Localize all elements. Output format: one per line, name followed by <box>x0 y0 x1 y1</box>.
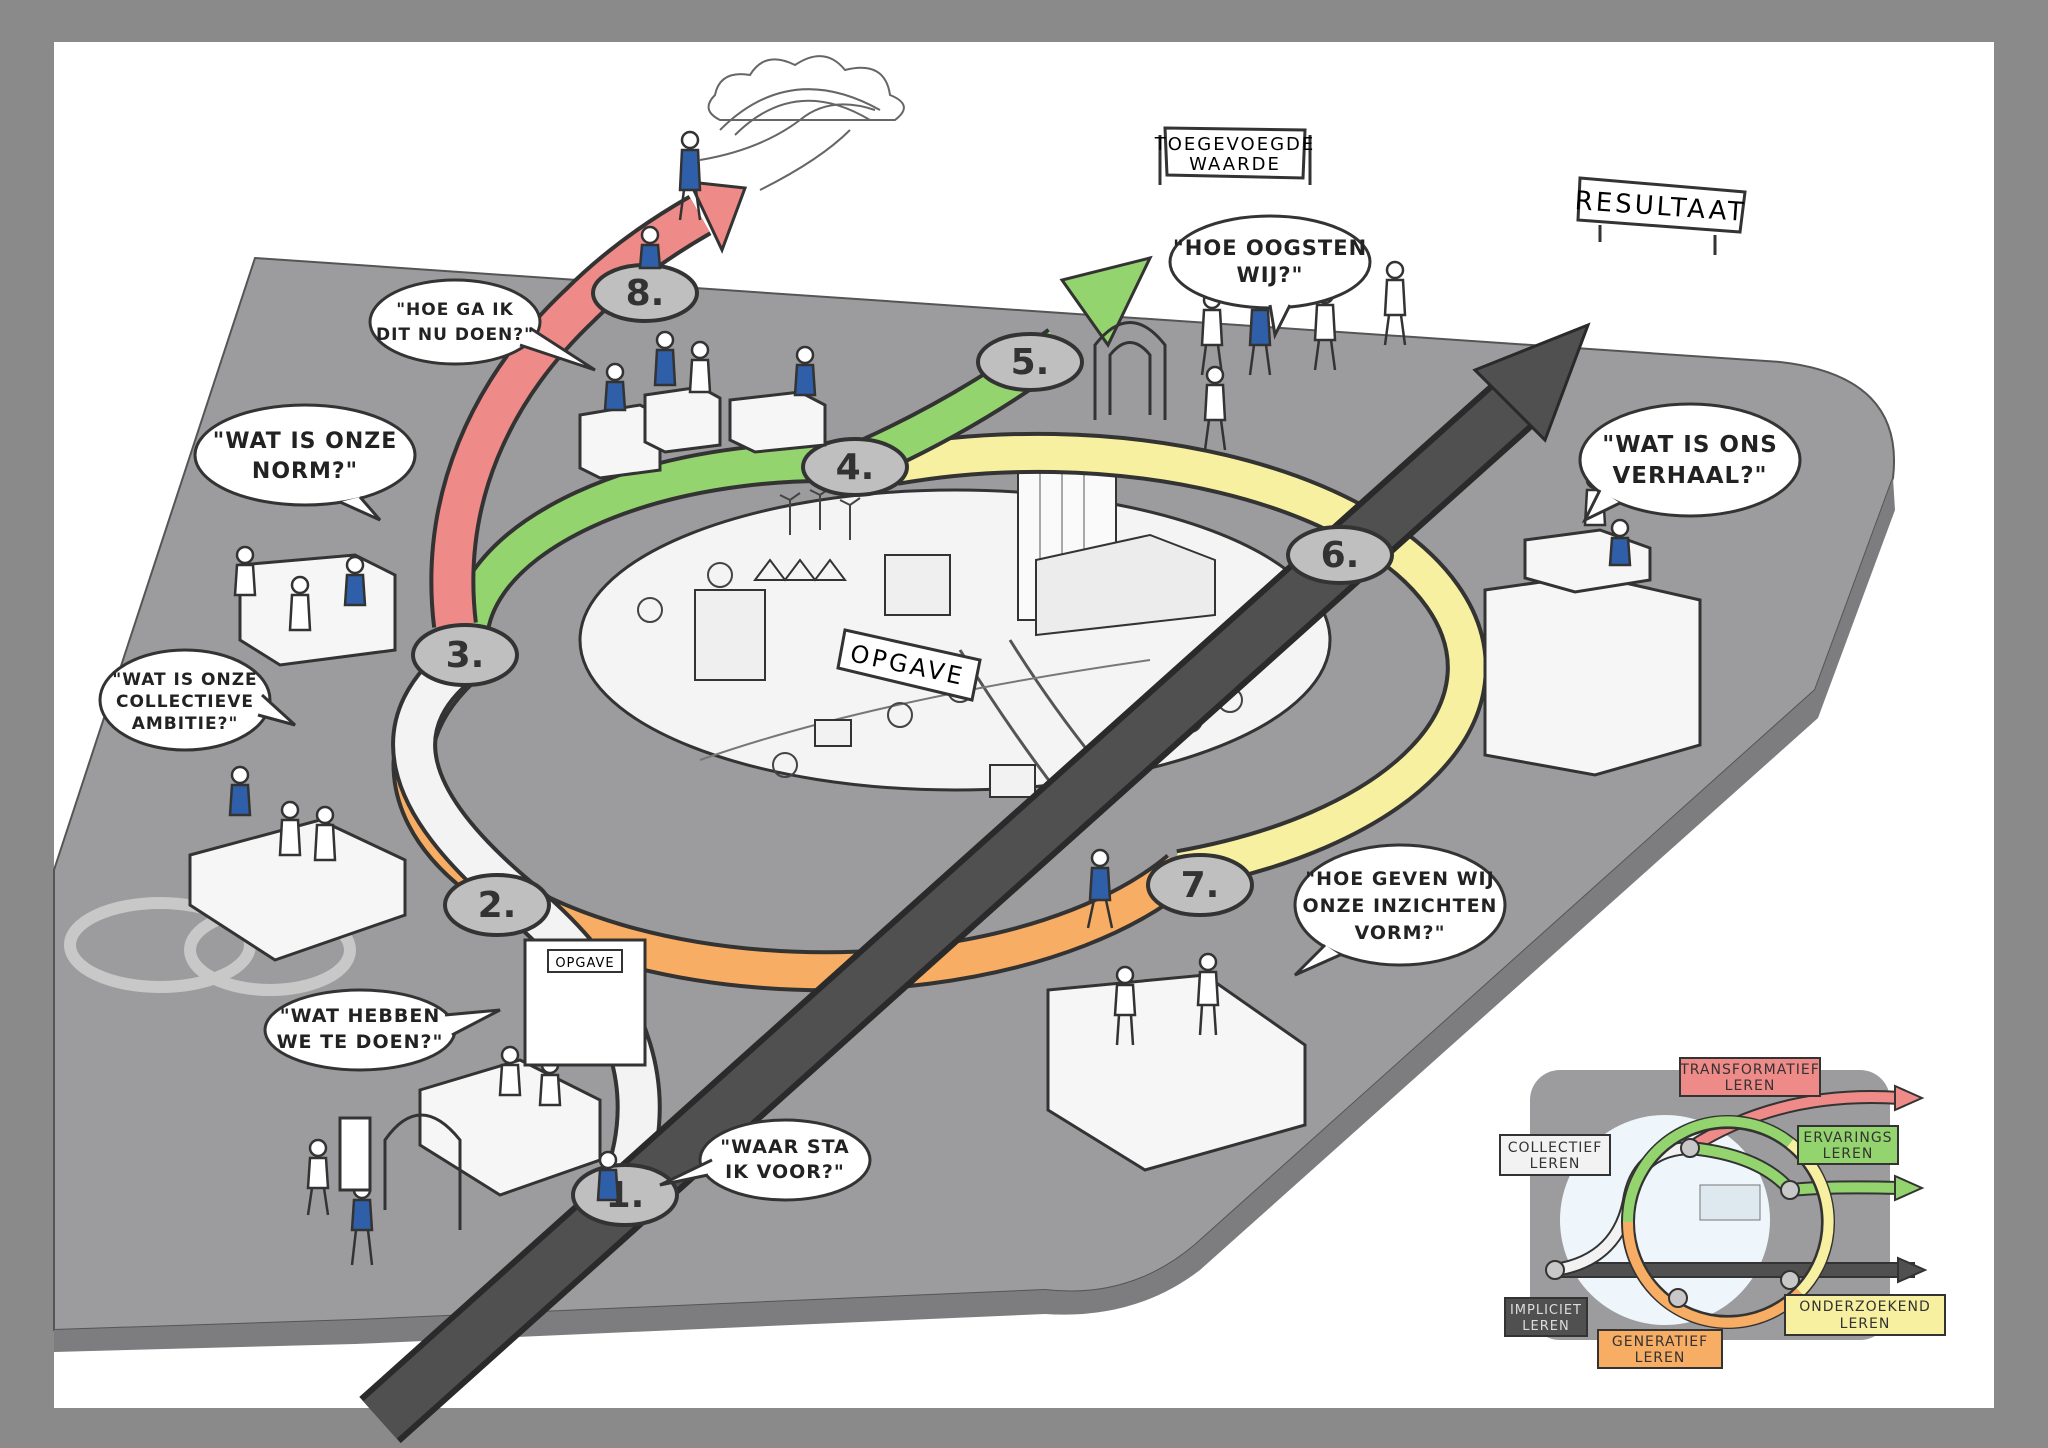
step-3[interactable]: 3. <box>411 623 519 687</box>
step-2[interactable]: 2. <box>443 873 551 937</box>
legend-experience: ERVARINGS LEREN <box>1797 1125 1899 1165</box>
legend-transformative-line2: LEREN <box>1725 1078 1776 1094</box>
person <box>1383 260 1407 346</box>
q1-line2: IK VOOR?" <box>725 1161 845 1183</box>
bubble-q7: "HOE GEVEN WIJ ONZE INZICHTEN VORM?" <box>1293 843 1507 977</box>
q5-line1: "HOE OOGSTEN <box>1173 236 1367 260</box>
speech-bubbles: "WAAR STA IK VOOR?" "WAT HEBBEN WE TE DO… <box>98 214 1802 1202</box>
q3a-line2: NORM?" <box>252 459 358 484</box>
person <box>1608 518 1632 567</box>
step-5-label: 5. <box>1011 342 1050 383</box>
person <box>278 800 302 857</box>
step-3-label: 3. <box>446 635 485 676</box>
person <box>228 765 252 817</box>
person <box>1086 848 1114 929</box>
step-5[interactable]: 5. <box>976 332 1084 392</box>
legend-experience-line1: ERVARINGS <box>1803 1130 1892 1146</box>
person <box>793 345 817 397</box>
legend-generative: GENERATIEF LEREN <box>1597 1329 1723 1369</box>
person <box>653 330 677 387</box>
research-ring <box>892 435 1484 887</box>
q1-line1: "WAAR STA <box>720 1136 850 1158</box>
person <box>638 225 662 270</box>
q2-line2: WE TE DOEN?" <box>277 1031 444 1053</box>
step-4[interactable]: 4. <box>801 437 909 497</box>
legend-research: ONDERZOEKEND LEREN <box>1784 1294 1946 1336</box>
person <box>343 555 367 607</box>
q6-line2: VERHAAL?" <box>1612 463 1767 489</box>
bubble-q3b: "WAT IS ONZE COLLECTIEVE AMBITIE?" <box>98 648 297 752</box>
q2-line1: "WAT HEBBEN <box>280 1005 441 1027</box>
step-8[interactable]: 8. <box>591 263 699 323</box>
legend-collective-line2: LEREN <box>1530 1156 1581 1172</box>
person <box>306 1138 330 1216</box>
result-sign: RESULTAAT <box>1574 176 1747 255</box>
person <box>288 575 312 632</box>
bubble-q3a: "WAT IS ONZE NORM?" <box>193 403 417 522</box>
legend-research-line1: ONDERZOEKEND <box>1799 1299 1931 1315</box>
step-nodes: 1. 2. 3. 4. 5. 6. 7. 8. <box>411 263 1394 1227</box>
legend-transformative: TRANSFORMATIEF LEREN <box>1679 1057 1821 1097</box>
bubble-q1: "WAAR STA IK VOOR?" <box>659 1118 872 1202</box>
person <box>688 340 712 394</box>
bubble-q5: "HOE OOGSTEN WIJ?" <box>1168 214 1372 340</box>
person <box>498 1045 522 1097</box>
q5-line2: WIJ?" <box>1237 263 1304 287</box>
bubble-q8: "HOE GA IK DIT NU DOEN?" <box>368 278 596 372</box>
step-1[interactable]: 1. <box>571 1163 679 1227</box>
q3a-line1: "WAT IS ONZE <box>213 429 398 454</box>
legend-collective: COLLECTIEF LEREN <box>1499 1134 1611 1176</box>
q8-line1: "HOE GA IK <box>396 300 514 320</box>
board: OPGAVE <box>523 938 647 1067</box>
legend-experience-line2: LEREN <box>1823 1146 1874 1162</box>
gate <box>338 1113 462 1230</box>
person <box>233 545 257 597</box>
person <box>1196 952 1220 1036</box>
board-label: OPGAVE <box>555 956 614 971</box>
q8-line2: DIT NU DOEN?" <box>376 325 534 345</box>
bubble-q6: "WAT IS ONS VERHAAL?" <box>1578 402 1802 524</box>
q3b-line2: COLLECTIEVE <box>116 692 254 712</box>
legend-transformative-line1: TRANSFORMATIEF <box>1679 1062 1820 1078</box>
added-value-line2: WAARDE <box>1189 154 1281 175</box>
legend-implicit: IMPLICIET LEREN <box>1504 1297 1588 1337</box>
legend-collective-line1: COLLECTIEF <box>1508 1140 1603 1156</box>
legend-implicit-line1: IMPLICIET <box>1510 1303 1582 1318</box>
person <box>603 362 627 412</box>
added-value-sign: TOEGEVOEGDE WAARDE <box>1154 126 1316 185</box>
legend-research-line2: LEREN <box>1840 1316 1891 1332</box>
person <box>678 130 702 221</box>
added-value-line1: TOEGEVOEGDE <box>1154 134 1316 155</box>
q3b-line1: "WAT IS ONZE <box>112 670 257 690</box>
legend-implicit-line2: LEREN <box>1522 1319 1569 1334</box>
bubble-q2: "WAT HEBBEN WE TE DOEN?" <box>263 988 501 1072</box>
q3b-line3: AMBITIE?" <box>132 714 239 734</box>
step-6-label: 6. <box>1321 535 1360 576</box>
q7-line2: ONZE INZICHTEN <box>1303 895 1498 917</box>
person <box>1203 365 1227 451</box>
person <box>1113 965 1137 1046</box>
q6-line1: "WAT IS ONS <box>1602 432 1778 458</box>
gate <box>1093 321 1167 420</box>
step-8-label: 8. <box>626 273 665 314</box>
person <box>596 1150 620 1202</box>
legend-generative-line2: LEREN <box>1635 1350 1686 1366</box>
rainbow-clouds <box>699 55 905 191</box>
step-7[interactable]: 7. <box>1146 853 1254 917</box>
q7-line3: VORM?" <box>1355 922 1446 944</box>
q7-line1: "HOE GEVEN WIJ <box>1305 868 1494 890</box>
step-6[interactable]: 6. <box>1286 525 1394 585</box>
legend-generative-line1: GENERATIEF <box>1612 1334 1708 1350</box>
step-7-label: 7. <box>1181 865 1220 906</box>
step-4-label: 4. <box>836 447 875 488</box>
legend: TRANSFORMATIEF LEREN COLLECTIEF LEREN ER… <box>1499 1057 1946 1369</box>
step-2-label: 2. <box>478 885 517 926</box>
person <box>313 805 337 862</box>
